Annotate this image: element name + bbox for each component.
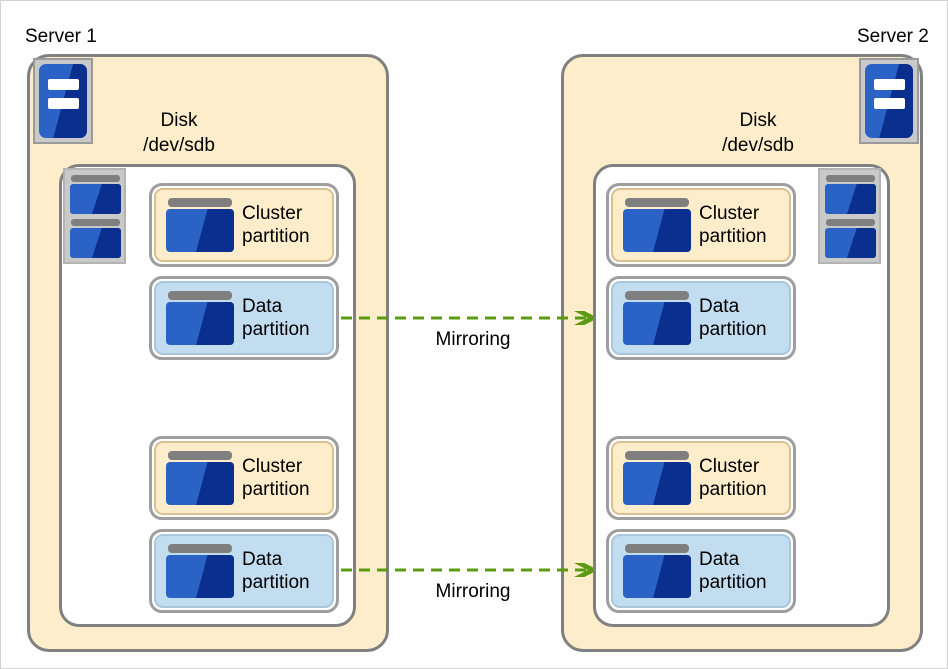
disk-platter-1 <box>70 175 121 214</box>
partition-label: Cluster partition <box>699 203 767 247</box>
partition-inner: Cluster partition <box>611 441 791 515</box>
partition-label: Data partition <box>242 296 310 340</box>
partition-inner: Data partition <box>611 281 791 355</box>
server-2-data-partition-2[interactable]: Data partition <box>606 529 796 613</box>
partition-inner: Data partition <box>154 534 334 608</box>
partition-icon <box>623 291 691 345</box>
mirroring-label-1: Mirroring <box>435 329 511 350</box>
server-1-data-partition-1[interactable]: Data partition <box>149 276 339 360</box>
server-2-cluster-partition-1[interactable]: Cluster partition <box>606 183 796 267</box>
mirroring-label-2: Mirroring <box>435 581 511 602</box>
partition-inner: Cluster partition <box>154 188 334 262</box>
partition-icon <box>166 198 234 252</box>
disk-title-line-1: Disk <box>160 110 198 131</box>
partition-icon <box>623 451 691 505</box>
disk-title-line-2: /dev/sdb <box>722 135 794 156</box>
disk-stack-icon <box>63 168 126 264</box>
partition-icon <box>623 544 691 598</box>
disk-stack-icon <box>818 168 881 264</box>
partition-label: Cluster partition <box>242 203 310 247</box>
server-1-data-partition-2[interactable]: Data partition <box>149 529 339 613</box>
disk-platter-2 <box>70 219 121 258</box>
server-led-bar-1 <box>874 79 905 90</box>
partition-label: Cluster partition <box>699 456 767 500</box>
partition-icon <box>623 198 691 252</box>
disk-platter-2 <box>825 219 876 258</box>
server-1-label: Server 1 <box>25 26 97 47</box>
partition-inner: Cluster partition <box>154 441 334 515</box>
server-led-bar-2 <box>48 98 79 109</box>
partition-label: Cluster partition <box>242 456 310 500</box>
partition-label: Data partition <box>242 549 310 593</box>
partition-inner: Data partition <box>154 281 334 355</box>
partition-inner: Data partition <box>611 534 791 608</box>
server-2-label: Server 2 <box>857 26 929 47</box>
partition-icon <box>166 544 234 598</box>
disk-title-line-1: Disk <box>739 110 777 131</box>
server-chassis <box>865 64 913 138</box>
partition-label: Data partition <box>699 296 767 340</box>
disk-platter-1 <box>825 175 876 214</box>
server-icon <box>859 58 919 144</box>
server-2-cluster-partition-2[interactable]: Cluster partition <box>606 436 796 520</box>
server-icon <box>33 58 93 144</box>
server-led-bar-2 <box>874 98 905 109</box>
server-1-disk-title: Disk /dev/sdb <box>94 108 264 158</box>
disk-title-line-2: /dev/sdb <box>143 135 215 156</box>
server-2-disk-title: Disk /dev/sdb <box>673 108 843 158</box>
server-1-cluster-partition-1[interactable]: Cluster partition <box>149 183 339 267</box>
partition-inner: Cluster partition <box>611 188 791 262</box>
server-led-bar-1 <box>48 79 79 90</box>
partition-icon <box>166 451 234 505</box>
partition-icon <box>166 291 234 345</box>
partition-label: Data partition <box>699 549 767 593</box>
server-2-data-partition-1[interactable]: Data partition <box>606 276 796 360</box>
server-chassis <box>39 64 87 138</box>
server-1-cluster-partition-2[interactable]: Cluster partition <box>149 436 339 520</box>
